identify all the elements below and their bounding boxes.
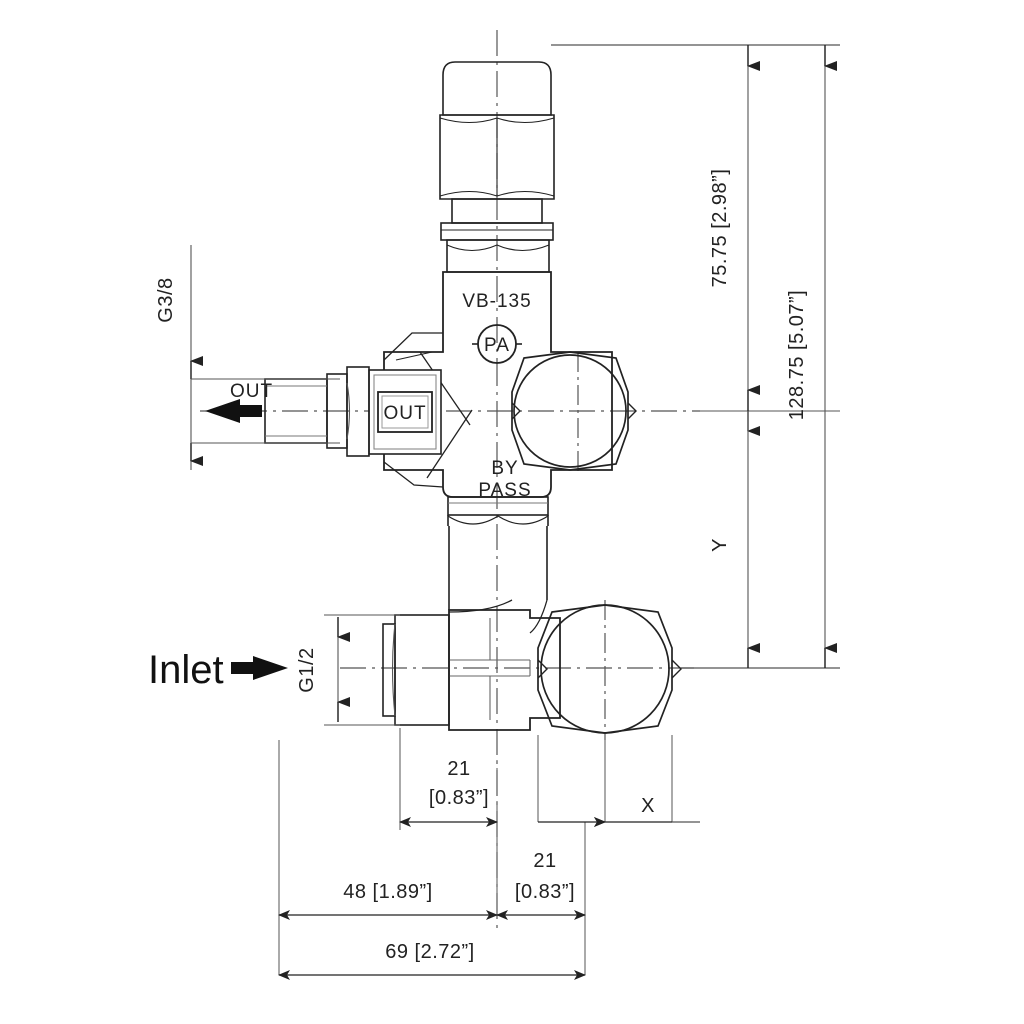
outlet-port-nipple bbox=[264, 366, 370, 457]
dim-21-lower-value: 21 bbox=[533, 850, 556, 872]
out-label-text: OUT bbox=[383, 403, 426, 424]
g12-thread-label: G1/2 bbox=[296, 647, 318, 692]
part-number-label: VB-135 bbox=[462, 291, 531, 312]
connector-hex-chamfer bbox=[447, 515, 549, 525]
lower-tee-outline bbox=[448, 609, 561, 731]
bypass-label-line2: PASS bbox=[478, 480, 531, 501]
g38-thread-label: G3/8 bbox=[155, 277, 177, 322]
out-label-box-inner bbox=[381, 395, 429, 429]
upper-hex-left-notch bbox=[511, 402, 521, 420]
inlet-flow-group: Inlet bbox=[148, 648, 288, 692]
lower-tee-fillet-top bbox=[448, 599, 513, 613]
upper-hex-octagon bbox=[511, 351, 629, 471]
dim-21-upper-value: 21 bbox=[447, 758, 470, 780]
dim-48-label: 48 [1.89”] bbox=[343, 881, 433, 903]
outlet-hub bbox=[346, 366, 370, 457]
lower-hex-right-notch bbox=[671, 659, 682, 679]
inlet-port bbox=[382, 614, 450, 726]
inlet-flow-arrow-icon bbox=[231, 656, 288, 680]
inlet-end-arc bbox=[391, 623, 396, 717]
outlet-shoulder-arc bbox=[346, 382, 351, 440]
body-rib-lower bbox=[426, 409, 473, 479]
dim-21-upper-inch: [0.83”] bbox=[429, 787, 489, 809]
g38-dimension-group: G3/8 bbox=[155, 245, 340, 470]
inlet-end-face bbox=[382, 623, 396, 717]
body-chamfer-upper-left bbox=[383, 332, 443, 361]
upper-hex-cap bbox=[511, 351, 637, 471]
body-rib-upper bbox=[419, 351, 471, 426]
upper-hex-right-notch bbox=[627, 402, 637, 420]
g12-dimension-group: G1/2 bbox=[296, 614, 400, 726]
body-edge-upper bbox=[395, 351, 433, 361]
outlet-flow-group: OUT bbox=[205, 381, 273, 423]
dim-12875-label: 128.75 [5.07”] bbox=[786, 290, 808, 420]
lower-hex-circle bbox=[540, 604, 670, 734]
pa-marking-group: PA bbox=[472, 324, 522, 364]
lower-tee-fillet-right bbox=[529, 599, 548, 634]
out-label-box bbox=[377, 391, 433, 433]
middle-connector bbox=[447, 496, 549, 610]
upper-hex-circle bbox=[513, 354, 627, 468]
dim-21-lower-inch: [0.83”] bbox=[515, 881, 575, 903]
outlet-flow-arrow-icon bbox=[205, 399, 262, 423]
dim-69-label: 69 [2.72”] bbox=[385, 941, 475, 963]
out-marking-group: OUT bbox=[368, 369, 442, 455]
lower-hex-left-notch bbox=[537, 659, 548, 679]
bypass-label-line1: BY bbox=[491, 458, 518, 479]
cap-collar-chamfer bbox=[446, 244, 550, 252]
body-chamfer-lower-left bbox=[383, 461, 444, 488]
top-cap-assembly bbox=[439, 61, 555, 273]
pa-label-text: PA bbox=[484, 335, 510, 356]
inlet-flow-label: Inlet bbox=[148, 648, 224, 692]
lower-hex-octagon bbox=[537, 604, 673, 734]
lower-tee-body bbox=[448, 599, 561, 731]
out-plate-inner bbox=[373, 374, 437, 450]
bottom-horizontal-dimensions: 21 [0.83”] X 21 [0.83”] 48 [1.89”] 69 [2… bbox=[278, 728, 700, 980]
right-vertical-dimensions: 75.75 [2.98”] Y 128.75 [5.07”] bbox=[551, 44, 840, 669]
dim-x-label: X bbox=[641, 795, 655, 817]
lower-hex-cap bbox=[537, 604, 682, 734]
connector-flange bbox=[447, 496, 549, 516]
cap-dome bbox=[442, 61, 552, 116]
dim-7575-label: 75.75 [2.98”] bbox=[709, 169, 731, 288]
cap-hex-barrel bbox=[439, 114, 555, 200]
dim-y-label: Y bbox=[709, 538, 731, 552]
outlet-flow-label: OUT bbox=[230, 381, 273, 402]
